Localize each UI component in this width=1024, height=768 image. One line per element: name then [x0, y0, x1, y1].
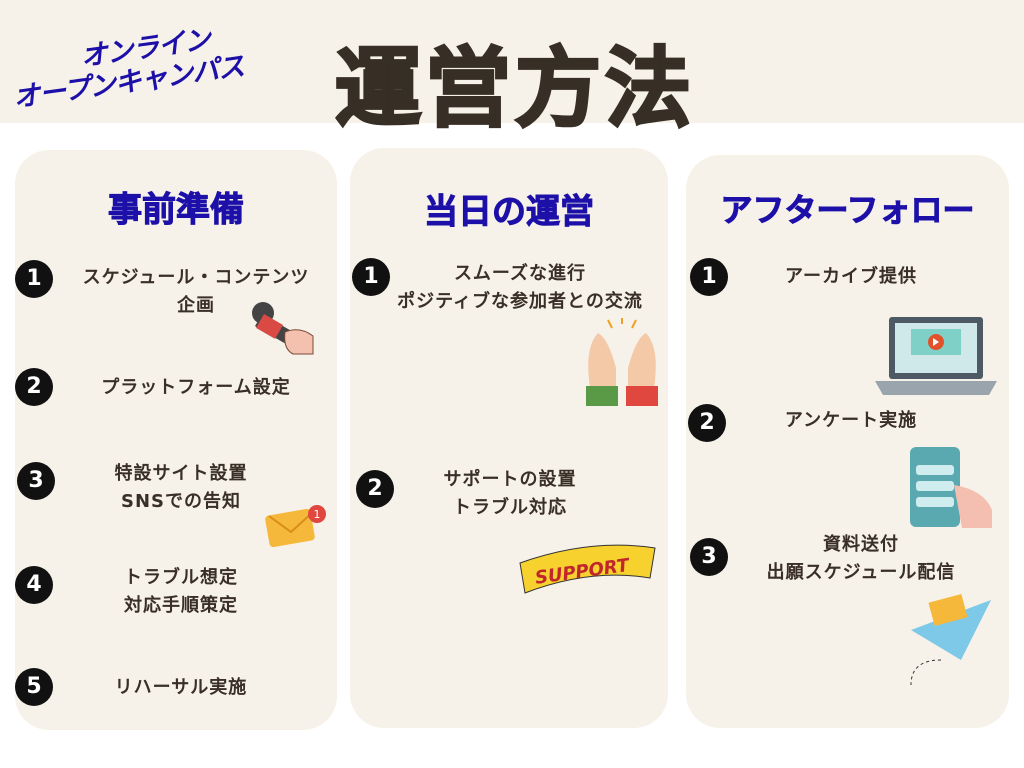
step-text: サポートの設置トラブル対応 [443, 469, 577, 518]
step-number: 5 [15, 668, 53, 706]
card-preparation: 事前準備 1 スケジュール・コンテンツ企画 2 プラットフォーム設定 3 特設サ… [15, 150, 337, 730]
step-number: 3 [17, 462, 55, 500]
step-number: 4 [15, 566, 53, 604]
card-heading: アフターフォロー [720, 191, 975, 230]
card-event-day: 当日の運営 1 スムーズな進行ポジティブな参加者との交流 2 サポートの設置トラ… [350, 148, 668, 728]
step-number: 1 [352, 258, 390, 296]
step-text: スムーズな進行ポジティブな参加者との交流 [397, 263, 643, 312]
card-heading: 事前準備 [108, 190, 245, 231]
smartphone-survey-icon [910, 447, 992, 528]
microphone-icon [252, 302, 314, 355]
paper-plane-mail-icon [910, 594, 991, 686]
page-title: 運営方法 [334, 38, 695, 141]
high-five-hands-icon [586, 318, 658, 406]
card-after-follow: アフターフォロー 1 アーカイブ提供 2 アンケート実施 3 資料送付出願スケジ… [686, 155, 1009, 728]
step-number: 1 [15, 260, 53, 298]
step-text: プラットフォーム設定 [101, 377, 291, 398]
step-number: 2 [356, 470, 394, 508]
mail-notification-icon: 1 [265, 505, 326, 548]
step-text: アンケート実施 [784, 410, 918, 431]
step-number: 2 [688, 404, 726, 442]
step-number: 3 [690, 538, 728, 576]
header-band: オンライン オープンキャンパス 運営方法 [0, 0, 1024, 141]
card-heading: 当日の運営 [424, 192, 595, 233]
step-text: トラブル想定対応手順策定 [124, 567, 238, 616]
step-text: 資料送付出願スケジュール配信 [766, 534, 956, 583]
step-number: 1 [690, 258, 728, 296]
support-banner-icon: SUPPORT [519, 544, 656, 594]
step-text: リハーサル実施 [114, 677, 248, 698]
svg-text:1: 1 [314, 508, 321, 521]
step-text: アーカイブ提供 [785, 266, 917, 287]
laptop-video-icon [875, 317, 997, 395]
step-text: スケジュール・コンテンツ企画 [82, 267, 310, 316]
step-number: 2 [15, 368, 53, 406]
